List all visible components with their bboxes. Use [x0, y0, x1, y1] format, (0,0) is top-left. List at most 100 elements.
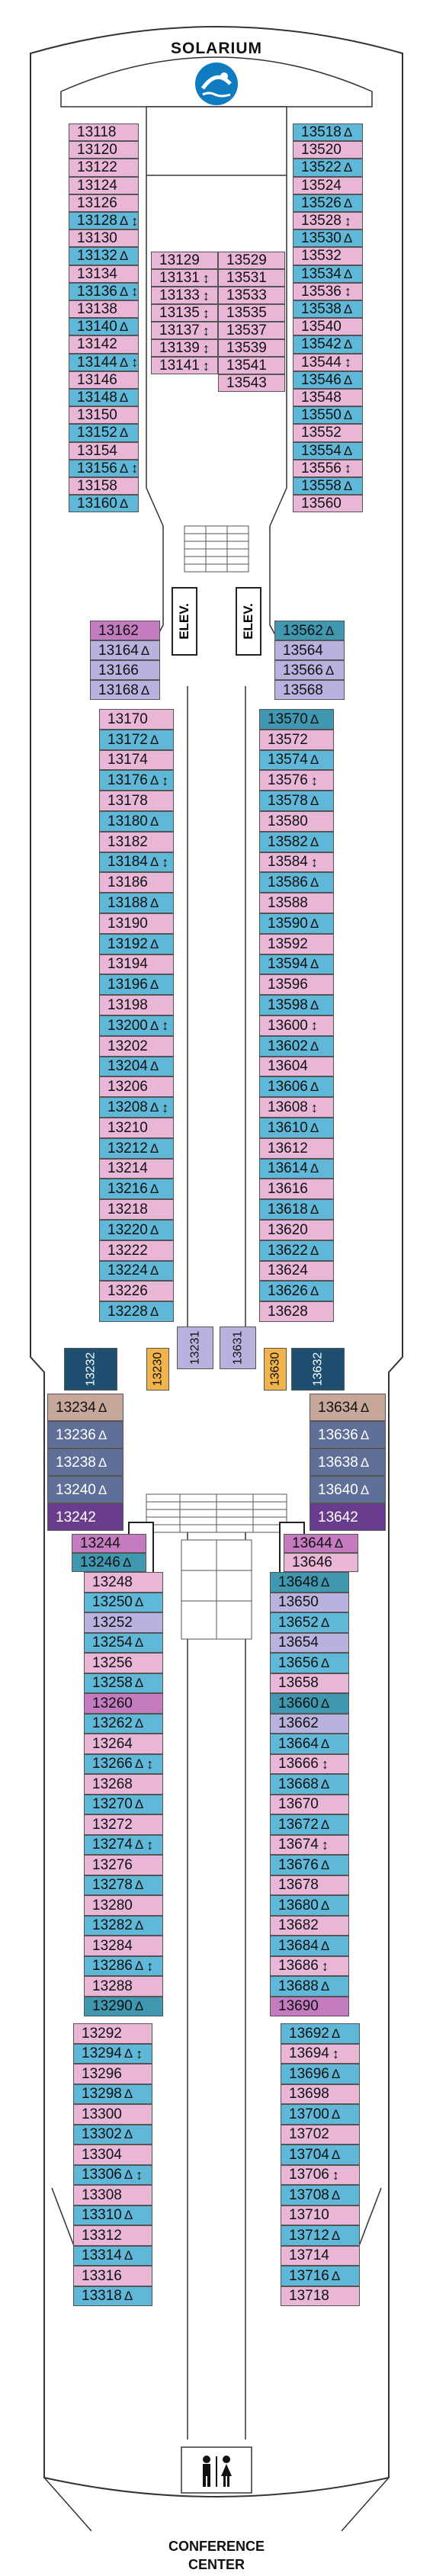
- cabin-13532[interactable]: 13532: [293, 247, 363, 265]
- cabin-13139[interactable]: 13139↕: [151, 339, 218, 357]
- cabin-13658[interactable]: 13658: [270, 1673, 349, 1693]
- cabin-13642[interactable]: 13642: [310, 1503, 386, 1531]
- cabin-13536[interactable]: 13536↕: [293, 282, 363, 300]
- cabin-13158[interactable]: 13158: [69, 477, 139, 496]
- cabin-13276[interactable]: 13276: [84, 1855, 163, 1875]
- cabin-13226[interactable]: 13226: [99, 1281, 174, 1302]
- cabin-13670[interactable]: 13670: [270, 1794, 349, 1814]
- cabin-13135[interactable]: 13135↕: [151, 304, 218, 322]
- cabin-13710[interactable]: 13710: [281, 2205, 360, 2225]
- cabin-13244[interactable]: 13244: [72, 1534, 146, 1553]
- cabin-13654[interactable]: 13654: [270, 1632, 349, 1653]
- cabin-13548[interactable]: 13548: [293, 389, 363, 407]
- cabin-13576[interactable]: 13576↕: [259, 770, 334, 791]
- cabin-13552[interactable]: 13552: [293, 424, 363, 442]
- cabin-13186[interactable]: 13186: [99, 872, 174, 893]
- cabin-13528[interactable]: 13528↕: [293, 212, 363, 230]
- cabin-13312[interactable]: 13312: [73, 2225, 152, 2246]
- cabin-13150[interactable]: 13150: [69, 406, 139, 425]
- cabin-13718[interactable]: 13718: [281, 2286, 360, 2306]
- cabin-13304[interactable]: 13304: [73, 2145, 152, 2165]
- cabin-13190[interactable]: 13190: [99, 913, 174, 934]
- cabin-13568[interactable]: 13568: [274, 680, 345, 700]
- cabin-13182[interactable]: 13182: [99, 831, 174, 852]
- cabin-13118[interactable]: 13118: [69, 124, 139, 142]
- cabin-13268[interactable]: 13268: [84, 1774, 163, 1795]
- cabin-13288[interactable]: 13288: [84, 1976, 163, 1997]
- cabin-13256[interactable]: 13256: [84, 1653, 163, 1673]
- cabin-13296[interactable]: 13296: [73, 2064, 152, 2084]
- cabin-13698[interactable]: 13698: [281, 2084, 360, 2104]
- cabin-13202[interactable]: 13202: [99, 1035, 174, 1057]
- cabin-13539[interactable]: 13539: [218, 339, 285, 357]
- cabin-13272[interactable]: 13272: [84, 1814, 163, 1835]
- cabin-13616[interactable]: 13616: [259, 1179, 334, 1200]
- cabin-13130[interactable]: 13130: [69, 229, 139, 248]
- cabin-13630[interactable]: 13630: [264, 1348, 287, 1391]
- cabin-13531[interactable]: 13531: [218, 269, 285, 287]
- cabin-13584[interactable]: 13584↕: [259, 852, 334, 873]
- cabin-13537[interactable]: 13537: [218, 322, 285, 339]
- cabin-13564[interactable]: 13564: [274, 640, 345, 660]
- cabin-13600[interactable]: 13600↕: [259, 1015, 334, 1036]
- cabin-13666[interactable]: 13666↕: [270, 1753, 349, 1774]
- cabin-13174[interactable]: 13174: [99, 749, 174, 771]
- cabin-13308[interactable]: 13308: [73, 2185, 152, 2205]
- cabin-13232[interactable]: 13232: [64, 1348, 117, 1391]
- cabin-13544[interactable]: 13544↕: [293, 353, 363, 371]
- cabin-13264[interactable]: 13264: [84, 1734, 163, 1754]
- cabin-13129[interactable]: 13129: [151, 252, 218, 269]
- cabin-13248[interactable]: 13248: [84, 1572, 163, 1593]
- cabin-13631[interactable]: 13631: [220, 1326, 256, 1369]
- cabin-13252[interactable]: 13252: [84, 1612, 163, 1633]
- cabin-13541[interactable]: 13541: [218, 357, 285, 374]
- cabin-13596[interactable]: 13596: [259, 974, 334, 996]
- cabin-13604[interactable]: 13604: [259, 1056, 334, 1077]
- cabin-13122[interactable]: 13122: [69, 159, 139, 177]
- cabin-13560[interactable]: 13560: [293, 495, 363, 513]
- cabin-13222[interactable]: 13222: [99, 1240, 174, 1261]
- cabin-13206[interactable]: 13206: [99, 1076, 174, 1098]
- cabin-13662[interactable]: 13662: [270, 1713, 349, 1734]
- cabin-13210[interactable]: 13210: [99, 1118, 174, 1138]
